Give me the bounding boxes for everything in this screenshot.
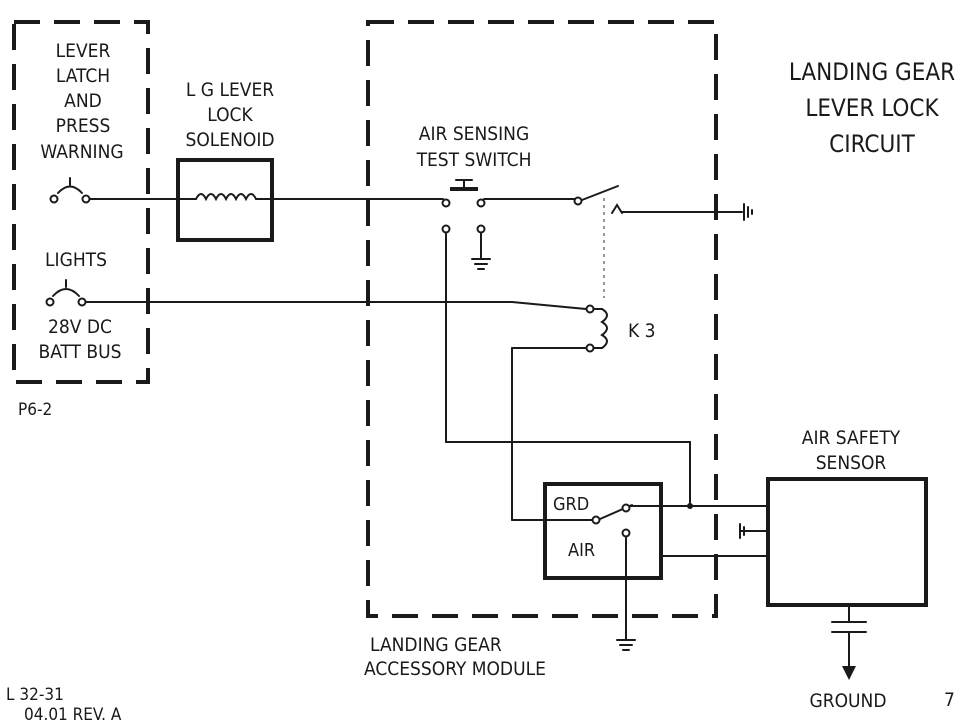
diagram-title-1: LANDING GEAR [789,58,955,86]
k3-relay-coil [585,304,608,353]
lights-switch [45,279,87,307]
grd-air-ground [616,536,636,651]
air-label: AIR [568,540,595,561]
diagram-title-3: CIRCUIT [829,130,916,158]
test-switch-label-2: TEST SWITCH [416,149,532,171]
lever-latch-label-1: LEVER [56,40,111,62]
module-label-1: LANDING GEAR [370,634,502,656]
lever-latch-label-4: PRESS [56,115,111,137]
accessory-module-box [366,20,718,618]
footer-ref: L 32-31 [6,685,64,705]
lights-label: LIGHTS [45,249,107,271]
footer-rev: 04.01 REV. A [24,705,122,720]
solenoid-label-2: LOCK [207,104,253,126]
ground-label: GROUND [809,690,886,712]
lever-latch-label-2: LATCH [56,65,110,87]
warning-switch [49,177,91,204]
air-sensing-test-switch [441,179,486,234]
lights-wire-b [511,301,587,310]
test-switch-ground [471,232,491,270]
page-number: 7 [944,689,955,711]
sensor-label-2: SENSOR [816,452,887,474]
test-switch-label-1: AIR SENSING [419,123,529,145]
grd-label: GRD [553,494,589,515]
air-safety-sensor-box [766,477,928,607]
k3-label: K 3 [628,320,656,342]
solenoid-label-1: L G LEVER [186,79,274,101]
k3-contact [573,185,753,298]
lever-latch-label-5: WARNING [40,141,123,163]
bus-label-1: 28V DC [48,316,112,338]
panel-id-label: P6-2 [18,400,52,420]
relay-return-wire [511,347,593,521]
sensor-ground [831,604,867,680]
solenoid-label-3: SOLENOID [185,129,274,151]
bus-label-2: BATT BUS [38,341,121,363]
sensor-label-1: AIR SAFETY [802,427,901,449]
panel-p6-2-box [12,20,150,384]
grd-air-box [543,482,663,580]
sensor-wires [629,503,769,557]
diagram-title-2: LEVER LOCK [805,94,939,122]
module-label-2: ACCESSORY MODULE [364,658,546,680]
lever-latch-label-3: AND [64,90,102,112]
test-switch-sensor-wire [445,232,691,505]
